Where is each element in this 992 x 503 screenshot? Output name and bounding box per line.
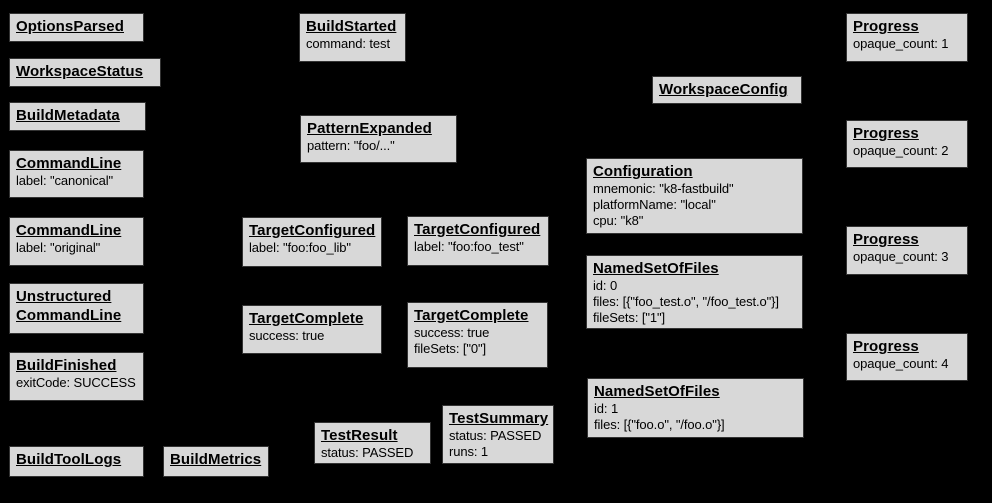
event-node-field: label: "foo:foo_test" [414, 239, 524, 254]
event-node-build-metadata: BuildMetadata [9, 102, 146, 131]
event-node-title: BuildStarted [306, 18, 397, 35]
event-node-title: BuildFinished [16, 357, 117, 374]
event-node-unstructured-command-line: Unstructured CommandLine [9, 283, 144, 334]
event-node-field: opaque_count: 4 [853, 356, 949, 371]
event-node-title: OptionsParsed [16, 18, 124, 35]
event-node-options-parsed: OptionsParsed [9, 13, 144, 42]
event-node-field: platformName: "local" [593, 197, 716, 212]
event-node-field: opaque_count: 1 [853, 36, 949, 51]
event-node-title: Progress [853, 18, 919, 35]
event-node-field: mnemonic: "k8-fastbuild" [593, 181, 734, 196]
event-node-build-tool-logs: BuildToolLogs [9, 446, 144, 477]
event-node-field: exitCode: SUCCESS [16, 375, 136, 390]
event-node-field: command: test [306, 36, 390, 51]
event-node-field: label: "original" [16, 240, 101, 255]
event-node-title: TestResult [321, 427, 398, 444]
event-node-field: id: 0 [593, 278, 618, 293]
event-node-field: status: PASSED [321, 445, 414, 460]
event-node-field: fileSets: ["1"] [593, 310, 666, 325]
event-node-build-metrics: BuildMetrics [163, 446, 269, 477]
event-node-title: TargetConfigured [249, 222, 376, 239]
event-node-title: TestSummary [449, 410, 549, 427]
event-node-title: TargetConfigured [414, 221, 541, 238]
event-node-field: success: true [249, 328, 325, 343]
event-node-field: id: 1 [594, 401, 619, 416]
event-node-field: fileSets: ["0"] [414, 341, 487, 356]
event-node-workspace-status: WorkspaceStatus [9, 58, 161, 87]
event-node-title: WorkspaceConfig [659, 81, 788, 98]
event-node-field: opaque_count: 3 [853, 249, 949, 264]
event-node-title: WorkspaceStatus [16, 63, 144, 80]
event-node-title: Progress [853, 125, 919, 142]
event-node-title: BuildToolLogs [16, 451, 122, 468]
event-node-field: status: PASSED [449, 428, 542, 443]
event-node-title: BuildMetadata [16, 107, 120, 124]
event-node-field: files: [{"foo_test.o", "/foo_test.o"}] [593, 294, 779, 309]
event-node-title: CommandLine [16, 155, 122, 172]
event-node-field: label: "canonical" [16, 173, 114, 188]
event-node-title: Progress [853, 338, 919, 355]
event-node-title: BuildMetrics [170, 451, 262, 468]
event-node-field: pattern: "foo/..." [307, 138, 395, 153]
event-node-field: success: true [414, 325, 490, 340]
event-node-title: PatternExpanded [307, 120, 432, 137]
event-node-title: CommandLine [16, 222, 122, 239]
event-node-workspace-config: WorkspaceConfig [652, 76, 802, 104]
event-node-field: label: "foo:foo_lib" [249, 240, 351, 255]
event-node-title: NamedSetOfFiles [593, 260, 719, 277]
event-node-field: runs: 1 [449, 444, 489, 459]
event-node-title: NamedSetOfFiles [594, 383, 720, 400]
event-node-field: opaque_count: 2 [853, 143, 949, 158]
event-node-title: Progress [853, 231, 919, 248]
event-node-field: cpu: "k8" [593, 213, 644, 228]
event-node-title: Unstructured CommandLine [16, 288, 122, 324]
event-node-field: files: [{"foo.o", "/foo.o"}] [594, 417, 725, 432]
event-node-title: TargetComplete [414, 307, 529, 324]
event-node-title: Configuration [593, 163, 693, 180]
event-node-title: TargetComplete [249, 310, 364, 327]
